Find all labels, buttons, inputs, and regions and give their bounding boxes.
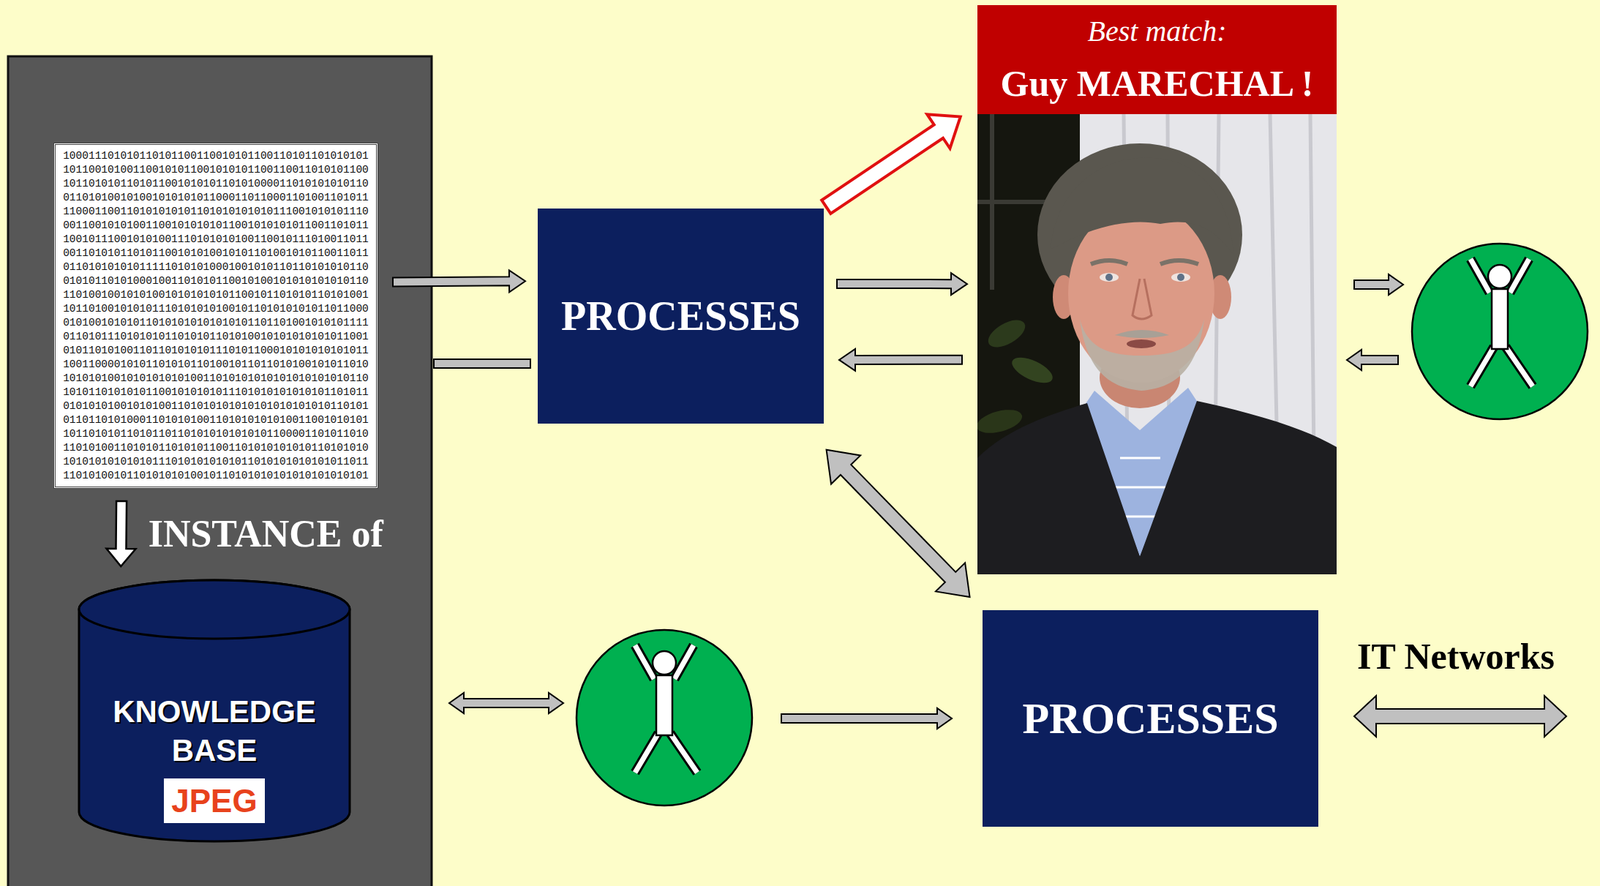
network-arrow	[1354, 695, 1567, 737]
eye	[1171, 272, 1191, 282]
grey-panel	[8, 56, 432, 886]
process-box: PROCESSES	[537, 208, 824, 424]
cylinder-body	[79, 580, 350, 842]
flow-arrow	[836, 272, 968, 295]
user-circle	[1411, 243, 1588, 420]
network-label: IT Networks	[1357, 636, 1555, 677]
binary-digits: 1000111010101101011001100101011001101011…	[62, 149, 369, 483]
cylinder-top	[79, 580, 350, 639]
process-label: PROCESSES	[561, 292, 801, 340]
instance-arrow	[106, 501, 136, 567]
mouth	[1126, 339, 1156, 349]
portrait-photo	[977, 114, 1337, 575]
format-tag: JPEG	[163, 778, 265, 824]
user-circle	[576, 629, 753, 806]
eye	[1099, 272, 1119, 282]
return-bar	[433, 359, 531, 368]
leaf	[983, 314, 1030, 353]
process-label: PROCESSES	[1022, 693, 1279, 745]
match-name: Guy MARECHAL !	[1000, 63, 1314, 104]
flow-arrow	[781, 708, 952, 729]
binary-image: 1000111010101101011001100101011001101011…	[53, 142, 379, 489]
hair-fringe	[1050, 158, 1234, 255]
database-cylinder: KNOWLEDGE BASE JPEG	[77, 578, 352, 843]
edge-label: INSTANCE of	[148, 512, 384, 555]
moustache	[1114, 329, 1170, 338]
eyebrows	[1090, 260, 1199, 265]
user-figure	[635, 645, 698, 773]
flow-arrow	[1354, 274, 1404, 295]
match-arrow	[821, 114, 961, 214]
photo-background	[977, 114, 1337, 575]
iris	[1177, 273, 1185, 281]
process-box: PROCESSES	[982, 610, 1319, 827]
match-heading: Best match:	[1087, 15, 1227, 48]
flow-arrow	[392, 269, 526, 292]
sweater	[977, 400, 1337, 575]
photo-card: Best match: Guy MARECHAL !	[977, 5, 1337, 575]
beard	[1079, 318, 1205, 391]
link-arrow	[826, 449, 971, 597]
flow-arrow	[839, 348, 963, 371]
double-arrow	[449, 692, 564, 714]
user-figure	[1470, 258, 1533, 387]
leaf	[1008, 352, 1056, 389]
nose	[1132, 278, 1152, 319]
flow-arrow	[1346, 349, 1399, 371]
iris	[1105, 273, 1113, 281]
database-label: KNOWLEDGE BASE	[104, 692, 325, 770]
card-header: Best match: Guy MARECHAL !	[977, 5, 1337, 115]
